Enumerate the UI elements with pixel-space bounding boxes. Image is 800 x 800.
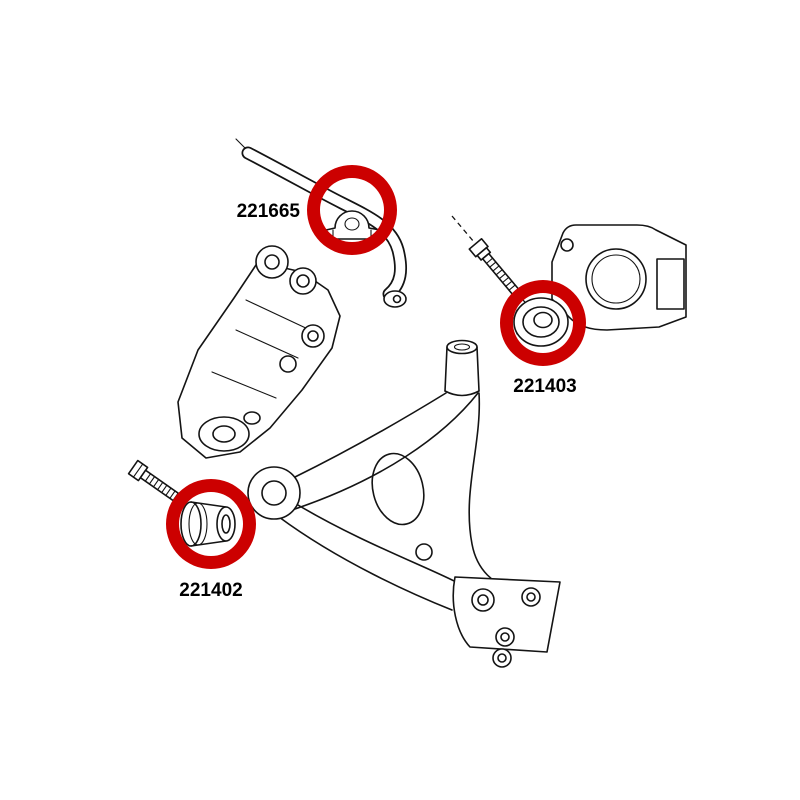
rear-bracket-big-hole <box>585 248 647 310</box>
bracket-boss-top-hole <box>264 254 280 270</box>
bracket-body <box>177 261 341 459</box>
arm-right-edge <box>468 392 515 592</box>
front-bushing-mid-ring <box>188 502 208 546</box>
sway-bar-drawing <box>235 138 408 308</box>
clamp-bore <box>344 217 360 231</box>
sway-bar-end-hole <box>392 294 402 304</box>
rear-bracket-small-hole <box>560 238 574 252</box>
front-bushing-flange <box>180 501 202 547</box>
arm-lower-bottom-edge <box>278 516 453 611</box>
rear-bushing-bore <box>533 311 553 329</box>
part-label-221403: 221403 <box>513 376 576 397</box>
bracket-mid-hole <box>307 330 319 342</box>
highlight-ring-221403 <box>500 280 586 366</box>
sway-bar-bushing-clamp-drawing <box>325 210 381 240</box>
bracket-lower-bushing-bore <box>212 425 236 443</box>
control-arm-drawing <box>247 339 561 668</box>
rear-plate-bottom-lobe-hole <box>497 653 507 663</box>
bracket-lower-boss <box>243 411 261 425</box>
rear-plate-hole-1-inner <box>477 594 489 606</box>
balljoint-flange <box>444 390 480 397</box>
assembly-axis-dashed-line <box>451 215 541 321</box>
rear-bushing-drawing <box>513 297 569 347</box>
part-label-221402: 221402 <box>179 580 242 601</box>
bolt-threads <box>485 257 516 291</box>
arm-inner-edge <box>291 392 479 511</box>
rear-plate-hole-2 <box>521 587 541 607</box>
rear-plate-hole-1 <box>471 588 495 612</box>
mounting-bolt-drawing <box>468 237 521 297</box>
balljoint-right-edge <box>476 346 480 392</box>
rear-plate-hole-3 <box>495 627 515 647</box>
front-bushing-bore <box>221 514 231 534</box>
bracket-mid-boss <box>301 324 325 348</box>
front-bushing-end <box>216 506 236 542</box>
arm-lightening-hole <box>371 452 425 526</box>
balljoint-top-bore <box>453 343 471 351</box>
rear-bracket-side-window <box>656 258 685 310</box>
front-bolt-threads <box>144 473 176 499</box>
rear-plate-hole-2-inner <box>526 592 536 602</box>
subframe-bracket-drawing <box>177 245 341 459</box>
rear-plate-bottom-lobe <box>492 648 512 668</box>
bolt-shank <box>481 252 521 297</box>
bracket-ribs <box>211 299 311 399</box>
highlight-ring-221402 <box>166 479 256 569</box>
sway-bar-tube-fill <box>243 148 406 299</box>
balljoint-left-edge <box>444 346 448 392</box>
front-bolt-shank <box>139 469 180 502</box>
balljoint-top-rim <box>446 339 478 355</box>
front-bolt-drawing <box>127 459 180 502</box>
arm-small-hole <box>415 543 433 561</box>
bracket-boss-second <box>289 267 317 295</box>
front-bushing-drawing <box>180 501 236 547</box>
bracket-lower-bushing <box>198 416 250 452</box>
rear-plate-hole-3-inner <box>500 632 510 642</box>
front-bolt-head-facet <box>132 463 144 478</box>
part-label-221665: 221665 <box>237 201 301 222</box>
sway-bar-end-eye <box>383 290 407 308</box>
arm-lower-top-edge <box>297 504 461 585</box>
bracket-boss-second-hole <box>296 274 310 288</box>
bracket-boss-top <box>255 245 289 279</box>
arm-front-eye-bore <box>261 480 287 506</box>
arm-upper-edge <box>294 392 447 478</box>
bracket-small-hole <box>279 355 297 373</box>
bushing-clamp-body <box>325 210 381 240</box>
rear-bracket-big-hole-inner <box>591 254 641 304</box>
rear-bracket-drawing <box>551 224 687 331</box>
